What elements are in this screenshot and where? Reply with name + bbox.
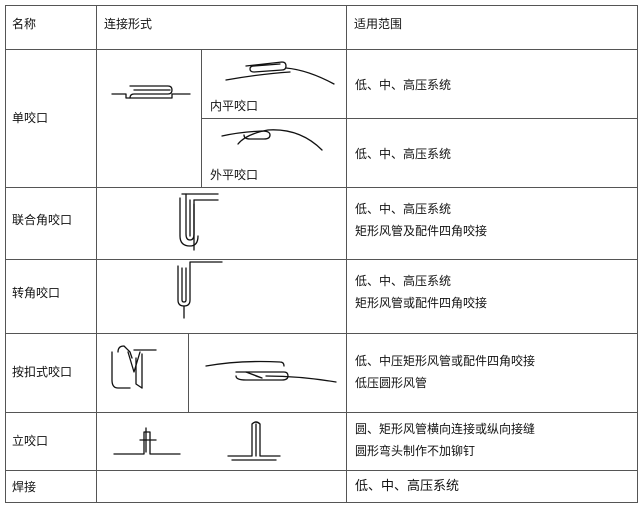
scope-standing-line1: 圆、矩形风管横向连接或纵向接缝: [355, 422, 536, 436]
scope-snap-lock-line1: 低、中压矩形风管或配件四角咬接: [355, 354, 536, 368]
scope-snap-lock-line2: 低压圆形风管: [355, 376, 428, 390]
header-scope: 适用范围: [354, 17, 403, 31]
scope-welding: 低、中、高压系统: [355, 479, 460, 494]
header-connection-form: 连接形式: [104, 17, 153, 31]
row-name-snap-lock-seam: 按扣式咬口: [12, 365, 73, 379]
scope-inner-flat-seam: 低、中、高压系统: [355, 78, 452, 92]
row-name-standing-seam: 立咬口: [12, 434, 49, 448]
scope-pittsburgh-line1: 低、中、高压系统: [355, 202, 452, 216]
scope-outer-flat-seam: 低、中、高压系统: [355, 147, 452, 161]
corner-seam-drawing: [177, 261, 223, 319]
inner-flat-seam-drawing: [225, 61, 335, 85]
snap-lock-drawing-1: [111, 345, 157, 389]
outer-flat-seam-drawing: [221, 129, 323, 151]
row-name-welding: 焊接: [12, 480, 37, 494]
pittsburgh-seam-drawing: [179, 193, 219, 251]
row-name-pittsburgh-seam: 联合角咬口: [12, 213, 73, 227]
scope-pittsburgh-line2: 矩形风管及配件四角咬接: [355, 224, 488, 238]
header-name: 名称: [12, 17, 37, 31]
label-outer-flat-seam: 外平咬口: [210, 168, 259, 182]
label-inner-flat-seam: 内平咬口: [210, 99, 259, 113]
scope-corner-line1: 低、中、高压系统: [355, 274, 452, 288]
snap-lock-drawing-2: [205, 360, 337, 383]
standing-seam-drawing-1: [113, 427, 181, 455]
scope-standing-line2: 圆形弯头制作不加铆钉: [355, 444, 476, 458]
row-name-single-seam: 单咬口: [12, 111, 49, 125]
single-seam-drawing: [111, 85, 191, 99]
scope-corner-line2: 矩形风管或配件四角咬接: [355, 296, 488, 310]
row-name-corner-seam: 转角咬口: [12, 286, 61, 300]
standing-seam-drawing-2: [227, 421, 281, 461]
